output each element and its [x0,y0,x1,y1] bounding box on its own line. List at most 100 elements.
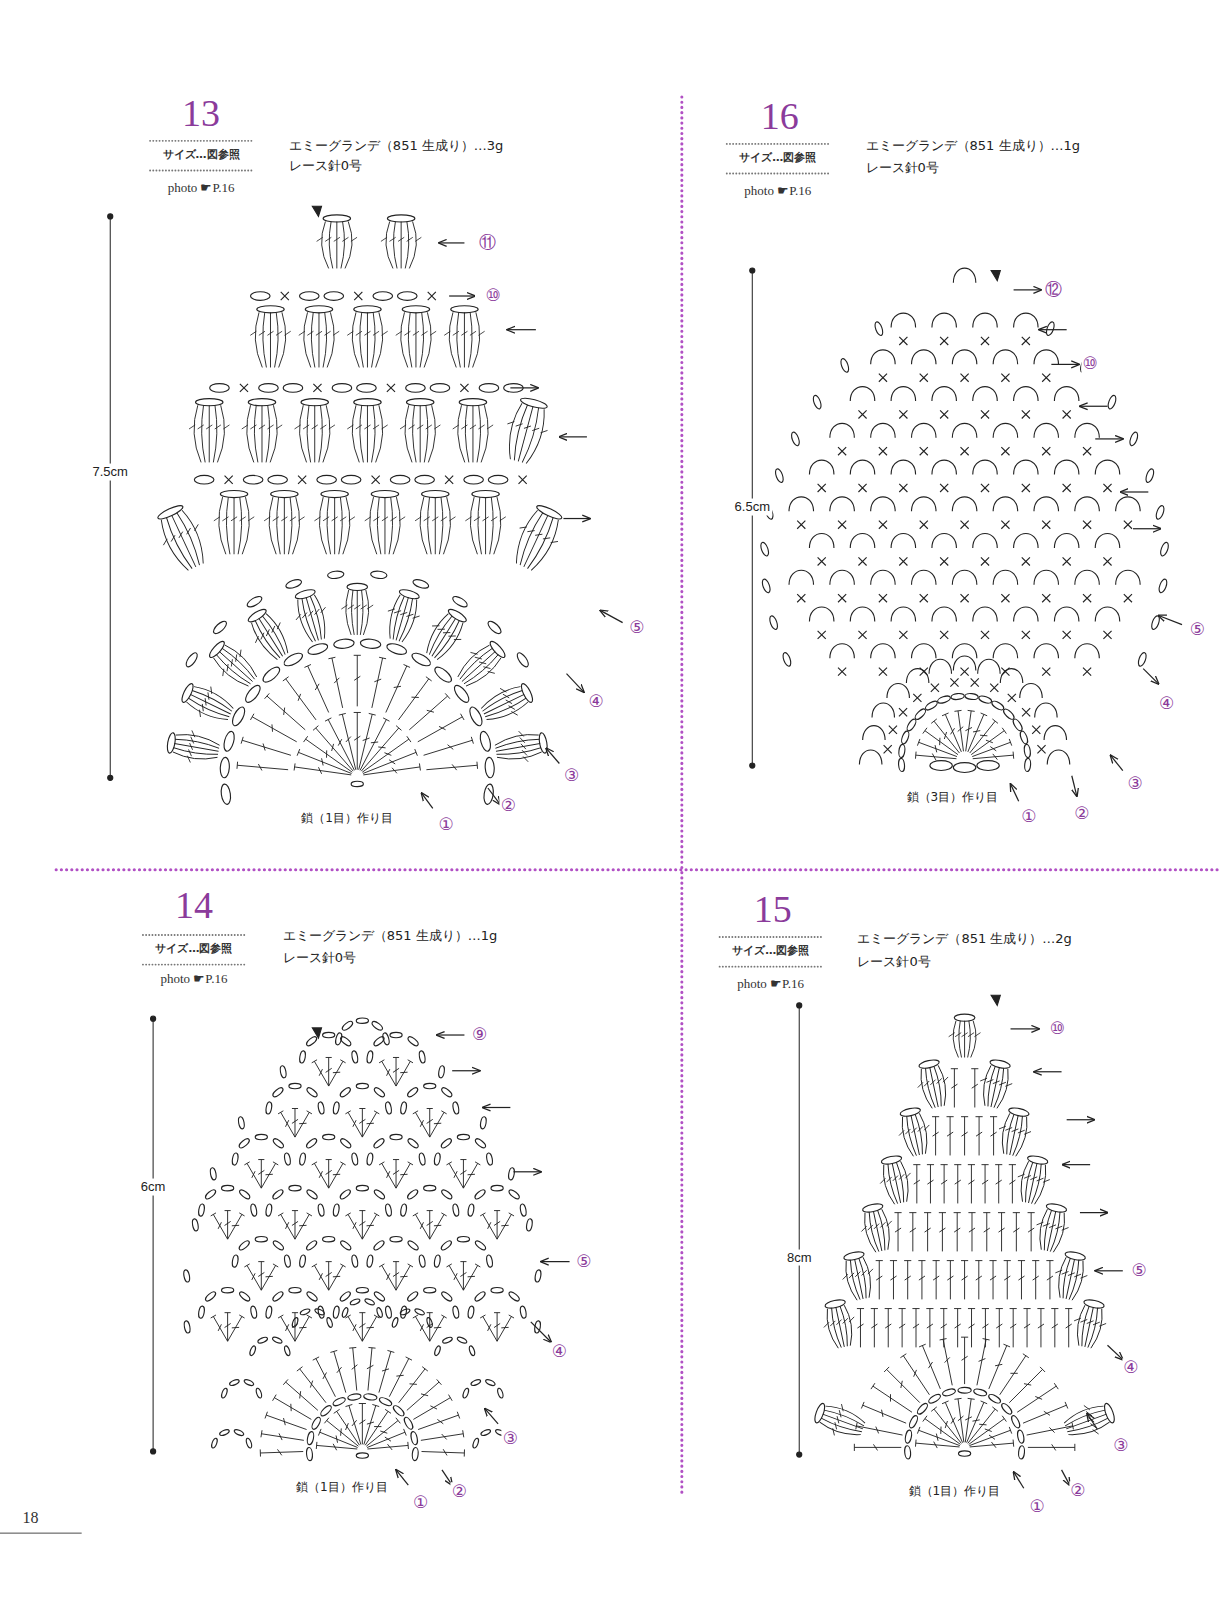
chain-stitch [306,1290,319,1302]
stitch-tick [949,1033,955,1037]
chain-stitch [412,1447,419,1461]
shell-stitch [372,405,376,462]
chain-stitch [370,570,387,579]
shell-stitch [481,689,523,711]
chain-loop [1075,497,1099,511]
chain-loop [863,726,885,740]
shell-stitch [424,405,428,462]
stitch-tick [968,1033,974,1037]
chain-stitch [219,1428,230,1436]
stitch-tick [987,1078,994,1083]
shell-stitch [1032,1164,1043,1204]
stitch-tick [354,605,360,609]
chain-stitch [321,490,348,497]
stitch-tick [488,669,495,676]
treble-stitch [329,1264,346,1290]
treble-stitch [1051,1309,1058,1348]
chain-stitch [479,384,499,393]
treble-stitch [261,1264,278,1290]
treble-stitch [413,1395,452,1420]
round-number: ⑤ [1189,620,1206,640]
stitch-tick [421,331,427,335]
stitch-tick [267,425,273,429]
treble-stitch [919,1344,940,1389]
treble-stitch [947,1117,954,1156]
chain-stitch [958,1387,971,1393]
stitch-tick [259,633,266,640]
round-number: ① [412,1493,429,1513]
chain-loop [932,534,956,548]
chain-loop [973,387,997,401]
single-crochet [797,594,805,602]
shell-stitch [226,497,230,554]
shell-stitch [443,497,450,554]
shell-stitch [1067,1417,1108,1434]
chain-loop [953,656,975,670]
single-crochet [1083,668,1091,676]
chain-stitch [538,732,549,754]
shell-cluster [451,635,511,693]
chain-stitch [1137,652,1148,668]
chain-stitch [220,490,247,497]
chain-stitch [301,399,328,406]
shell-stitch [458,405,465,462]
shell-stitch [819,1420,861,1440]
chain-stitch [221,1185,233,1190]
round-number: ③ [502,1429,519,1449]
shell-stitch [1016,1116,1030,1157]
single-crochet [1001,374,1009,382]
treble-stitch [389,1357,412,1397]
chain-loop [1034,350,1058,364]
chain-stitch [373,1290,386,1302]
shell-stitch [352,312,359,367]
treble-stitch [909,1213,916,1252]
shell-stitch [470,497,477,554]
stitch-tick [348,605,354,609]
chain-loop [993,570,1017,584]
shell-stitch [1064,1409,1105,1426]
stitch-tick [200,704,206,711]
shell-stitch [1035,1164,1049,1205]
direction-arrow [510,387,538,388]
single-crochet [920,668,928,676]
shell-stitch [1013,1116,1024,1156]
photo-reference: photo ☛P.16 [744,183,811,198]
direction-arrow [546,748,559,763]
chain-stitch [333,1101,340,1114]
chain-stitch [1017,1430,1025,1444]
chain-stitch [451,594,469,608]
shell-stitch [1072,1260,1086,1301]
treble-stitch [261,1162,278,1188]
direction-arrow [1011,1028,1040,1029]
chain-loop [1054,387,1078,401]
treble-stitch [316,1442,357,1450]
chain-stitch [272,1336,283,1344]
direction-arrow [513,1171,541,1172]
shell-stitch [336,221,337,268]
single-crochet [931,684,939,692]
shell-stitch [424,312,431,367]
single-crochet [879,668,887,676]
dimension-line [153,1019,154,1452]
stitch-tick [1043,1222,1050,1227]
chain-stitch [391,1317,399,1328]
treble-stitch [339,713,356,769]
treble-stitch [989,1261,996,1300]
chain-stitch [862,1202,884,1213]
shell-stitch [1068,1420,1110,1440]
treble-stitch [971,1069,978,1108]
stitch-tick [222,517,228,521]
chain-stitch [265,1204,272,1217]
stitch-tick [833,1422,839,1429]
chain-stitch [392,1404,406,1417]
stitch-tick [444,331,450,335]
chain-stitch [942,1388,956,1397]
chain-stitch [363,1393,377,1401]
treble-stitch [871,1383,912,1412]
chain-stitch [323,215,350,222]
chain-stitch [398,588,420,601]
chain-stitch [351,1050,358,1063]
shell-cluster [975,1057,1016,1110]
shell-cluster [250,306,290,368]
shell-stitch [319,405,323,462]
